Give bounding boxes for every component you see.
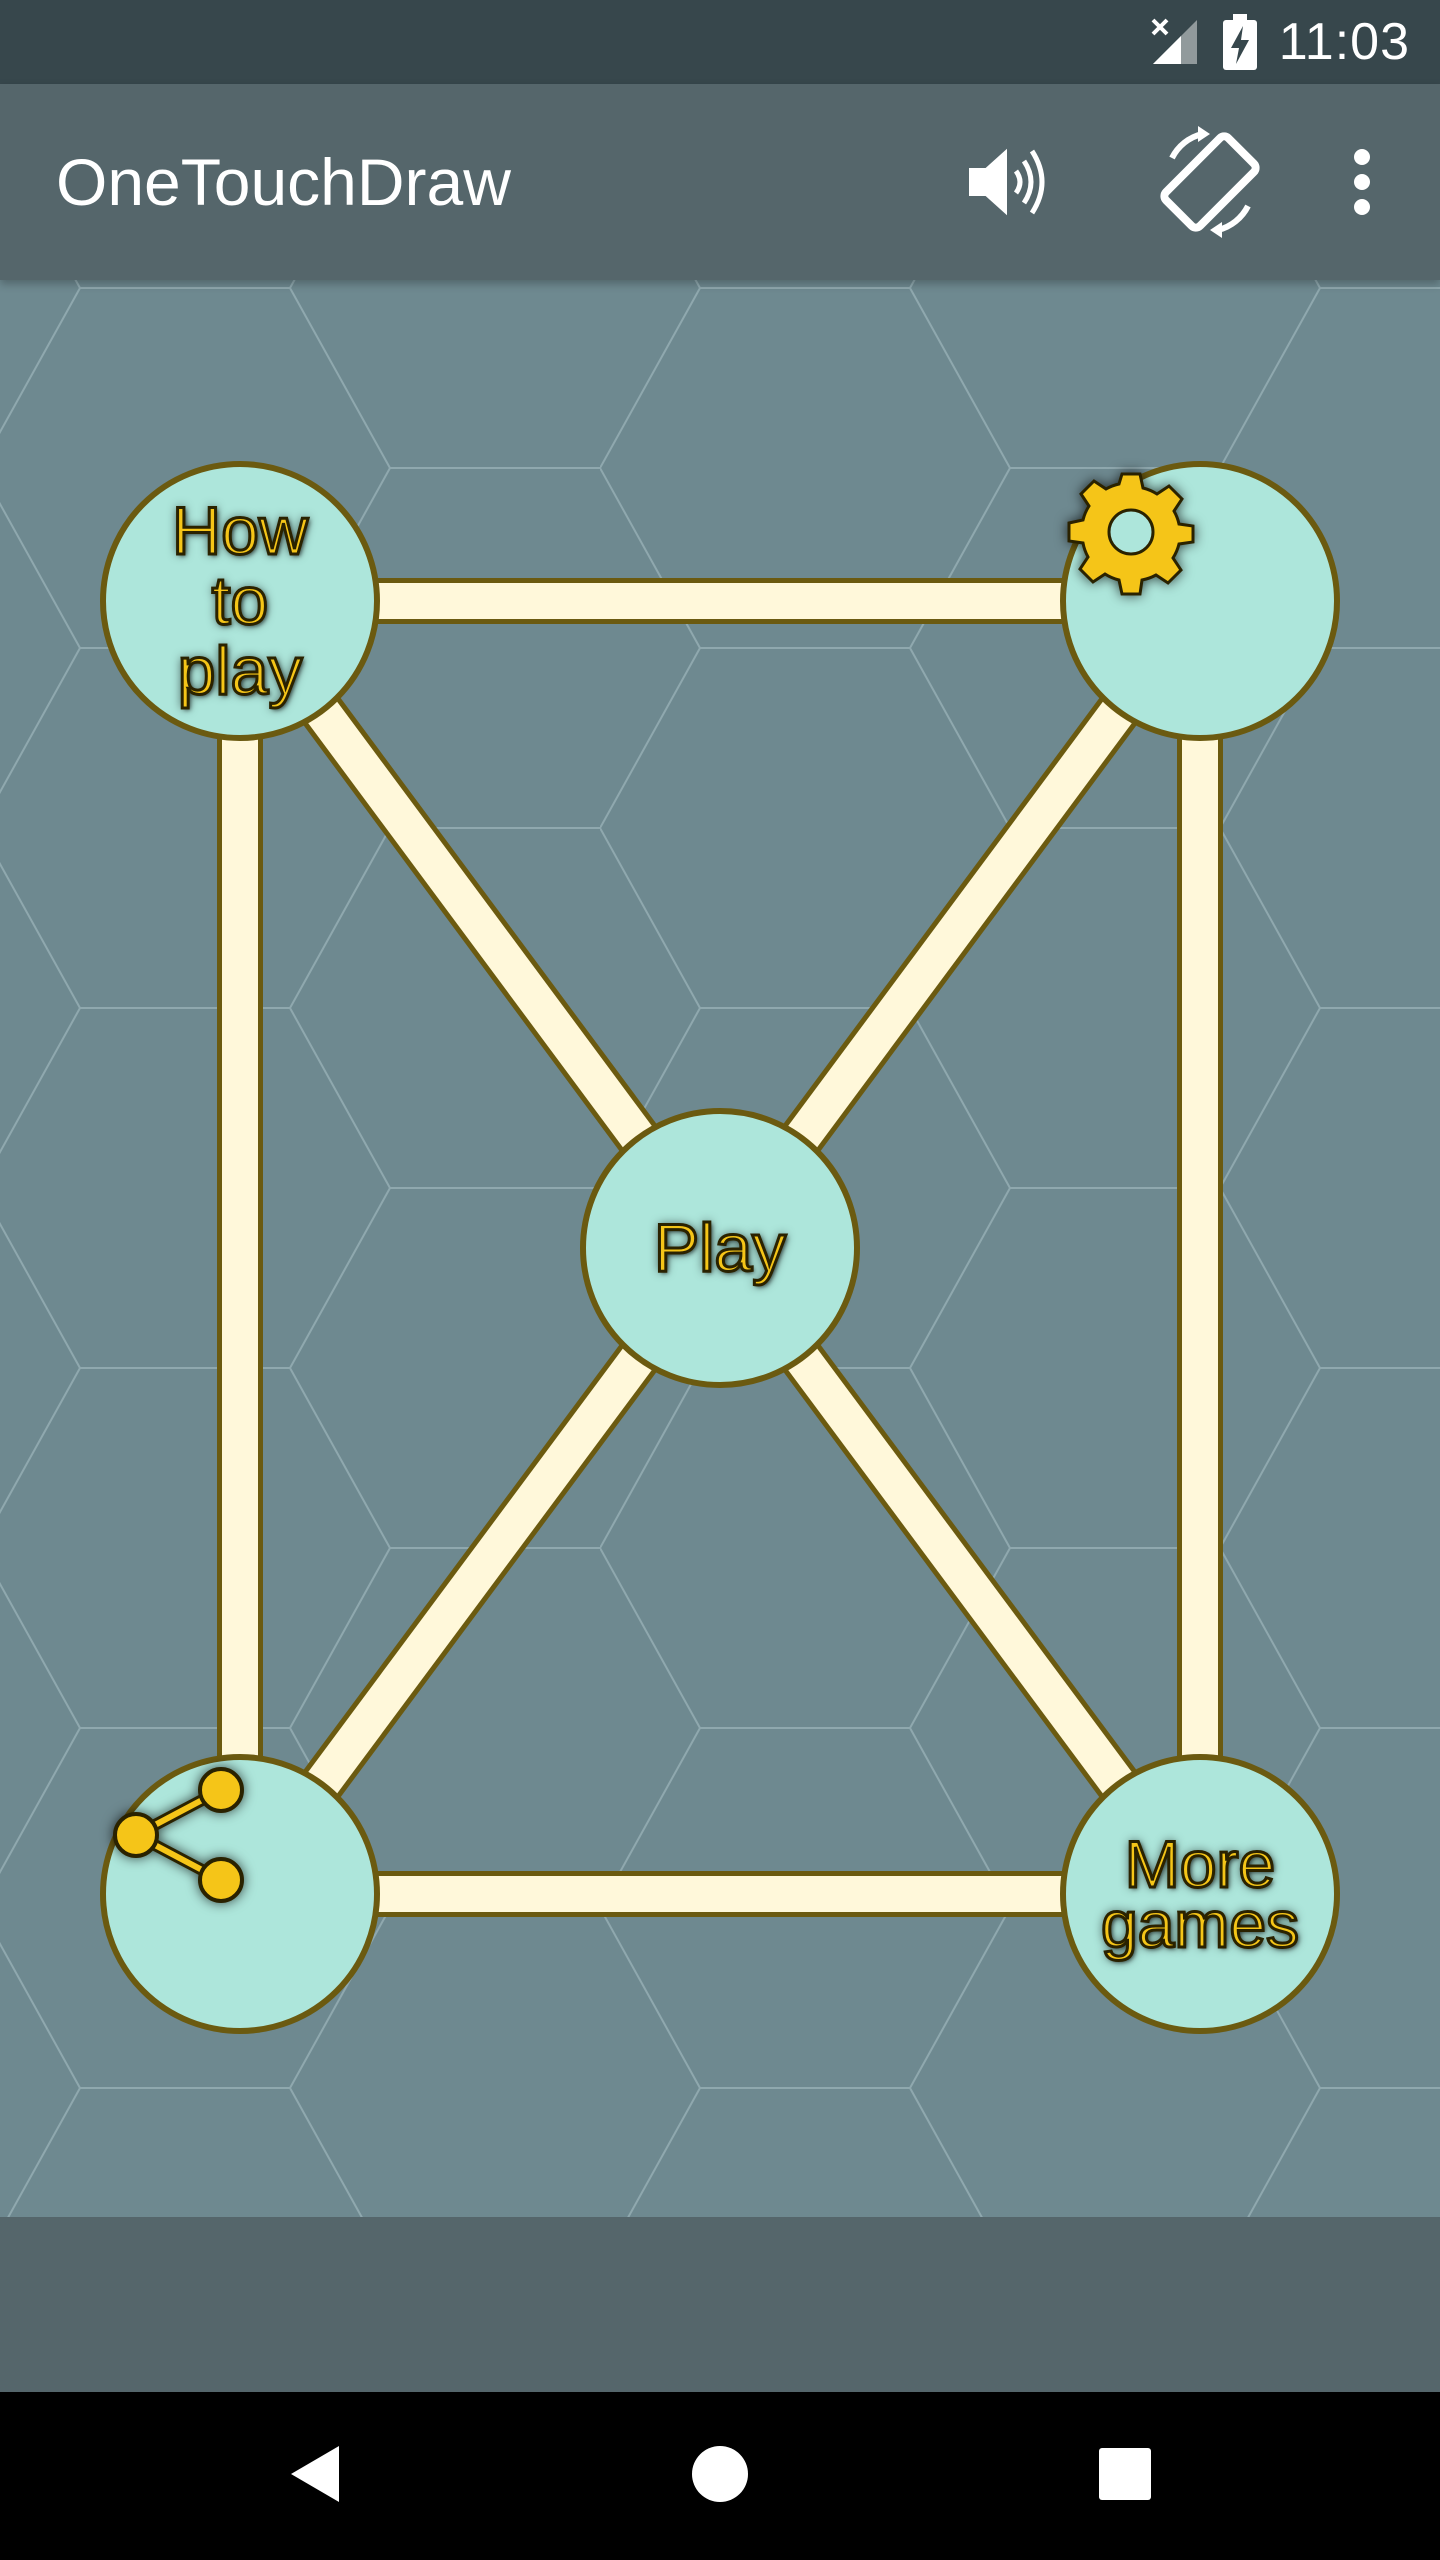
play-label: Play [652,1210,787,1286]
home-button[interactable] [670,2426,770,2526]
more-games-button[interactable]: More games [1060,1754,1340,2034]
play-button[interactable]: Play [580,1108,860,1388]
bottom-area [0,2217,1440,2392]
navigation-bar [0,2392,1440,2560]
game-board: How to play Play [0,280,1440,2217]
how-to-play-label: How to play [170,493,309,709]
sound-icon [960,137,1050,227]
recents-button[interactable] [1075,2426,1175,2526]
app-title: OneTouchDraw [56,145,511,219]
sound-button[interactable] [955,132,1055,232]
status-bar: 11:03 [0,0,1440,84]
more-vert-icon [1350,147,1374,217]
settings-button[interactable] [1060,461,1340,741]
recents-icon [1097,2446,1153,2506]
home-icon [690,2444,750,2508]
signal-off-icon [1149,16,1201,68]
status-time: 11:03 [1278,13,1410,71]
share-button[interactable] [100,1754,380,2034]
how-to-play-button[interactable]: How to play [100,461,380,741]
back-button[interactable] [265,2426,365,2526]
status-icons: 11:03 [1149,0,1410,84]
app-bar: OneTouchDraw [0,84,1440,280]
more-games-label: More games [1099,1827,1300,1961]
overflow-menu-button[interactable] [1312,132,1412,232]
battery-charging-icon [1222,14,1257,70]
screen-rotation-icon [1152,124,1268,240]
rotate-screen-button[interactable] [1150,122,1270,242]
back-icon [285,2442,345,2510]
